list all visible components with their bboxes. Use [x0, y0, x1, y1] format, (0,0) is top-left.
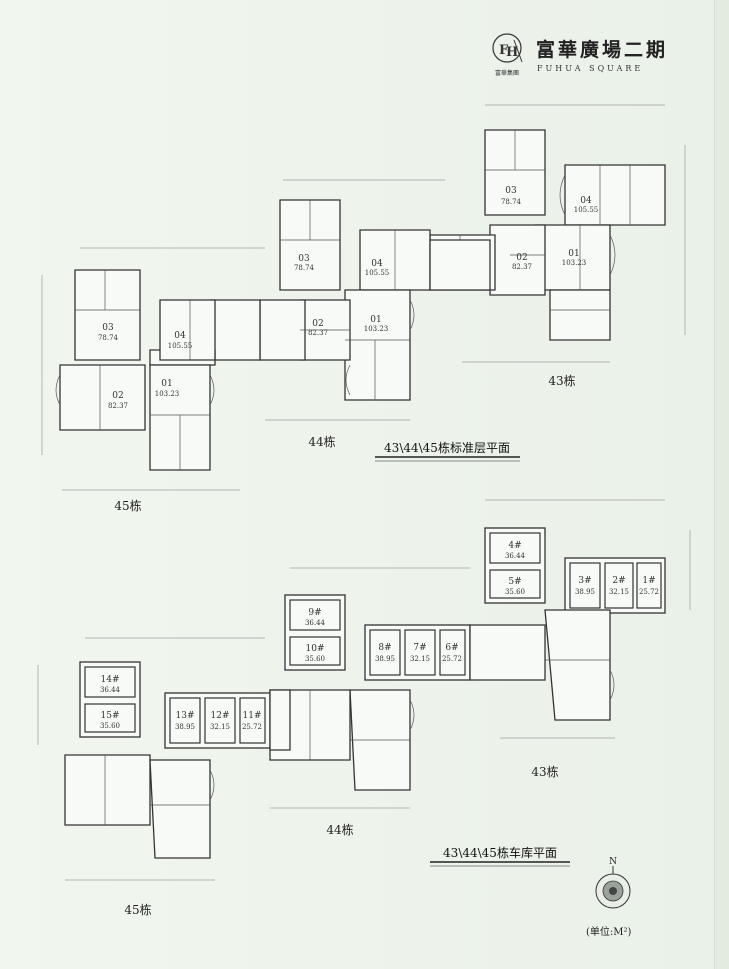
- garage-6-no: 6#: [445, 643, 458, 653]
- garage-2-area: 32.15: [609, 588, 629, 596]
- unit-43-02-area: 82.37: [512, 263, 532, 271]
- garage-15-no: 15#: [101, 711, 120, 721]
- unit-45-02-no: 02: [112, 391, 123, 401]
- garage-6-area: 25.72: [442, 655, 462, 663]
- unit-44-03-no: 03: [298, 254, 310, 264]
- garage-9-area: 36.44: [305, 619, 326, 627]
- garage-floor-plan: 4# 36.44 5# 35.60 3# 38.95 2# 32.15 1# 2…: [37, 499, 691, 917]
- garage-13-no: 13#: [176, 711, 195, 721]
- unit-44-02-no: 02: [312, 319, 323, 329]
- building-44-garage: 9# 36.44 10# 35.60 8# 38.95 7# 32.15 6# …: [269, 567, 546, 809]
- unit-45-03-no: 03: [102, 323, 114, 333]
- unit-43-03-no: 03: [505, 186, 517, 196]
- garage-14-no: 14#: [101, 675, 120, 685]
- standard-floor-plan: 03 78.74 04 105.55 02 82.37 01 103.23 43…: [41, 104, 686, 513]
- unit-43-01-area: 103.23: [562, 259, 587, 267]
- page-edge: [714, 0, 729, 969]
- building-43-standard-label: 43栋: [548, 373, 575, 388]
- svg-text:F: F: [499, 43, 509, 58]
- unit-43-03-area: 78.74: [501, 198, 522, 206]
- garage-4-area: 36.44: [505, 552, 526, 560]
- unit-45-02-area: 82.37: [108, 402, 128, 410]
- standard-floor-title: 43\44\45栋标准层平面: [384, 440, 510, 455]
- building-45-standard: 03 78.74 04 105.55 02 82.37 01 103.23: [41, 247, 265, 491]
- garage-1-no: 1#: [642, 576, 655, 586]
- garage-7-area: 32.15: [410, 655, 430, 663]
- unit-44-02-area: 82.37: [308, 329, 328, 337]
- unit-45-03-area: 78.74: [98, 334, 119, 342]
- building-43-standard: 03 78.74 04 105.55 02 82.37 01 103.23: [429, 104, 686, 363]
- building-45-garage-label: 45栋: [124, 902, 151, 917]
- unit-43-04-area: 105.55: [574, 206, 599, 214]
- unit-44-04-area: 105.55: [365, 269, 390, 277]
- compass-north-icon: [595, 866, 631, 909]
- garage-5-no: 5#: [508, 577, 521, 587]
- garage-8-no: 8#: [378, 643, 391, 653]
- unit-45-01-no: 01: [161, 379, 172, 389]
- logo-group: 富華集團: [495, 69, 519, 77]
- unit-43-04-no: 04: [580, 196, 592, 206]
- unit-44-01-no: 01: [370, 315, 381, 325]
- building-44-garage-label: 44栋: [326, 822, 353, 837]
- unit-note: (单位:M²): [586, 925, 632, 938]
- compass-north-label: N: [609, 857, 617, 867]
- garage-3-no: 3#: [578, 576, 591, 586]
- garage-15-area: 35.60: [100, 722, 120, 730]
- building-44-standard: 03 78.74 04 105.55 02 82.37 01 103.23: [259, 179, 445, 421]
- garage-10-area: 35.60: [305, 655, 325, 663]
- garage-11-no: 11#: [243, 711, 262, 721]
- unit-45-04-area: 105.55: [168, 342, 193, 350]
- fh-monogram-icon: F H: [492, 33, 523, 63]
- garage-4-no: 4#: [508, 541, 521, 551]
- garage-8-area: 38.95: [375, 655, 395, 663]
- garage-floor-title: 43\44\45栋车库平面: [443, 845, 557, 860]
- garage-14-area: 36.44: [100, 686, 121, 694]
- unit-43-02-no: 02: [516, 253, 527, 263]
- building-44-standard-label: 44栋: [308, 434, 335, 449]
- logo-name-zh: 富華廣場二期: [536, 38, 668, 61]
- building-43-garage-label: 43栋: [531, 764, 558, 779]
- garage-11-area: 25.72: [242, 723, 262, 731]
- garage-12-area: 32.15: [210, 723, 230, 731]
- building-45-garage: 14# 36.44 15# 35.60 13# 38.95 12# 32.15 …: [37, 637, 291, 881]
- garage-1-area: 25.72: [639, 588, 659, 596]
- unit-45-01-area: 103.23: [155, 390, 180, 398]
- garage-13-area: 38.95: [175, 723, 195, 731]
- garage-10-no: 10#: [306, 644, 325, 654]
- logo-name-en: FUHUA SQUARE: [537, 64, 643, 73]
- garage-7-no: 7#: [413, 643, 426, 653]
- garage-12-no: 12#: [211, 711, 230, 721]
- garage-9-no: 9#: [308, 608, 321, 618]
- unit-45-04-no: 04: [174, 331, 186, 341]
- garage-5-area: 35.60: [505, 588, 525, 596]
- unit-44-01-area: 103.23: [364, 325, 389, 333]
- svg-text:H: H: [506, 45, 518, 60]
- garage-2-no: 2#: [612, 576, 625, 586]
- unit-44-04-no: 04: [371, 259, 383, 269]
- unit-44-03-area: 78.74: [294, 264, 315, 272]
- building-43-garage: 4# 36.44 5# 35.60 3# 38.95 2# 32.15 1# 2…: [484, 499, 691, 739]
- building-45-standard-label: 45栋: [114, 498, 141, 513]
- unit-43-01-no: 01: [568, 249, 579, 259]
- garage-3-area: 38.95: [575, 588, 595, 596]
